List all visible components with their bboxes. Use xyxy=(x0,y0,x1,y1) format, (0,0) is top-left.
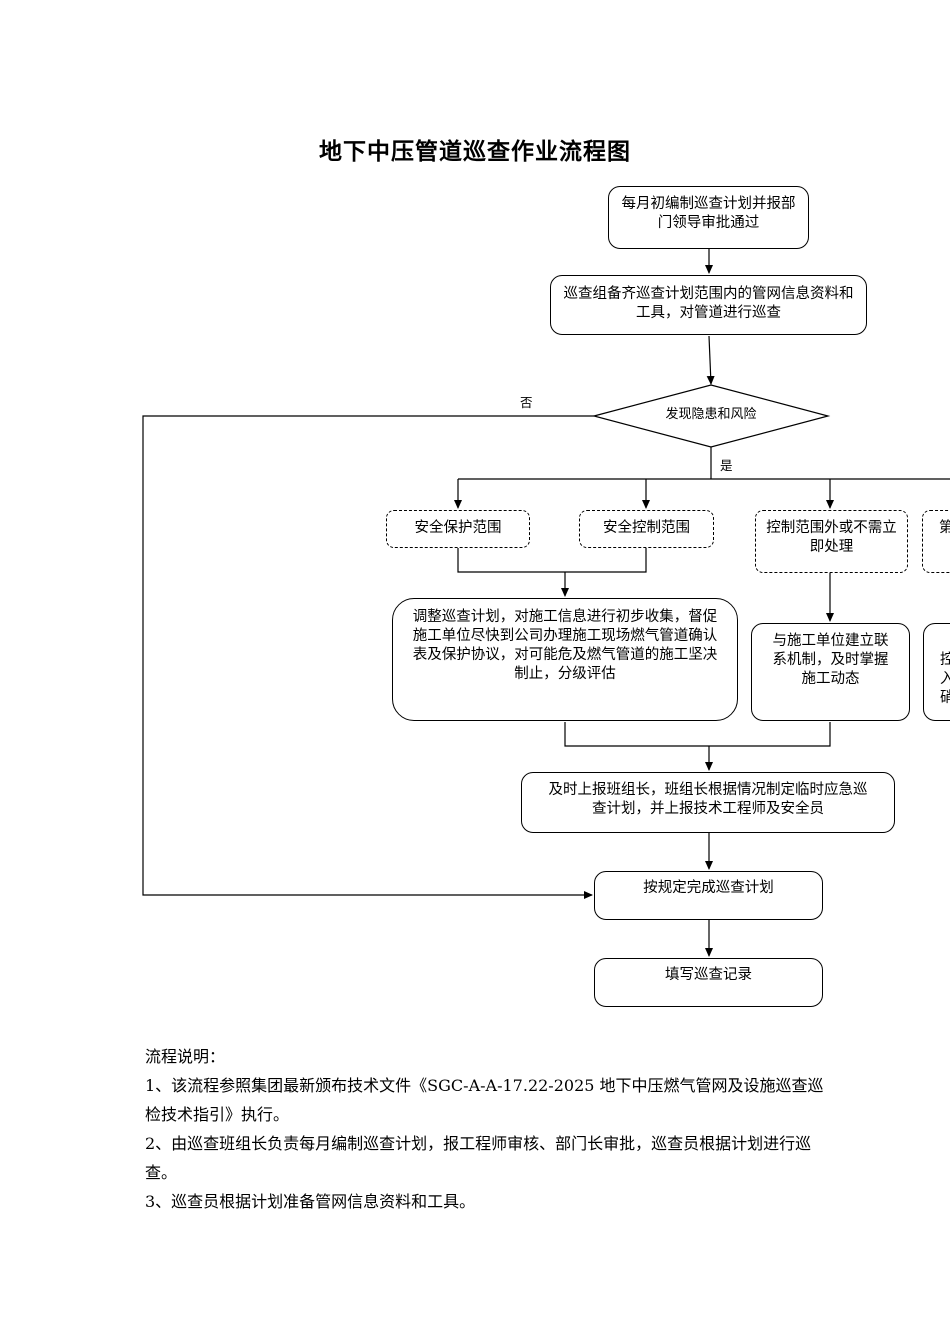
line-merge-actions xyxy=(564,722,831,747)
arrow-no-branch xyxy=(142,415,594,899)
notes-item-3: 3、巡查员根据计划准备管网信息资料和工具。 xyxy=(145,1192,476,1211)
edge-label-yes: 是 xyxy=(720,458,733,473)
node-report: 及时上报班组长，班组长根据情况制定临时应急巡查计划，并上报技术工程师及安全员 xyxy=(521,772,895,833)
node-complete-plan: 按规定完成巡查计划 xyxy=(594,871,823,920)
node-prepare-patrol: 巡查组备齐巡查计划范围内的管网信息资料和工具，对管道进行巡查 xyxy=(550,275,867,335)
notes-item-2: 2、由巡查班组长负责每月编制巡查计划，报工程师审核、部门长审批，巡查员根据计划进… xyxy=(145,1134,812,1182)
node-safe-protect: 安全保护范围 xyxy=(386,510,530,548)
node-monthly-plan: 每月初编制巡查计划并报部门领导审批通过 xyxy=(608,186,809,249)
notes-item-1: 1、该流程参照集团最新颁布技术文件《SGC-A-A-17.22-2025 地下中… xyxy=(145,1076,824,1124)
line-merge-safe xyxy=(457,548,647,573)
notes-heading: 流程说明： xyxy=(145,1047,226,1066)
edge-label-no: 否 xyxy=(520,395,533,410)
node-fourth-action: 控 入 硝 xyxy=(923,623,950,721)
node-fourth-branch: 第 xyxy=(922,510,950,573)
node-liaison: 与施工单位建立联系机制，及时掌握施工动态 xyxy=(751,623,910,721)
arrow-prepare-to-decision xyxy=(706,335,715,385)
node-safe-control: 安全控制范围 xyxy=(579,510,714,548)
process-notes: 流程说明： 1、该流程参照集团最新颁布技术文件《SGC-A-A-17.22-20… xyxy=(145,1042,825,1216)
node-outside-control: 控制范围外或不需立即处理 xyxy=(755,510,908,573)
node-fill-record: 填写巡查记录 xyxy=(594,958,823,1007)
decision-diamond xyxy=(591,384,831,448)
node-decision-label: 发现隐患和风险 xyxy=(665,407,757,422)
page-title: 地下中压管道巡查作业流程图 xyxy=(319,139,631,165)
node-adjust-plan: 调整巡查计划，对施工信息进行初步收集，督促施工单位尽快到公司办理施工现场燃气管道… xyxy=(392,598,738,721)
